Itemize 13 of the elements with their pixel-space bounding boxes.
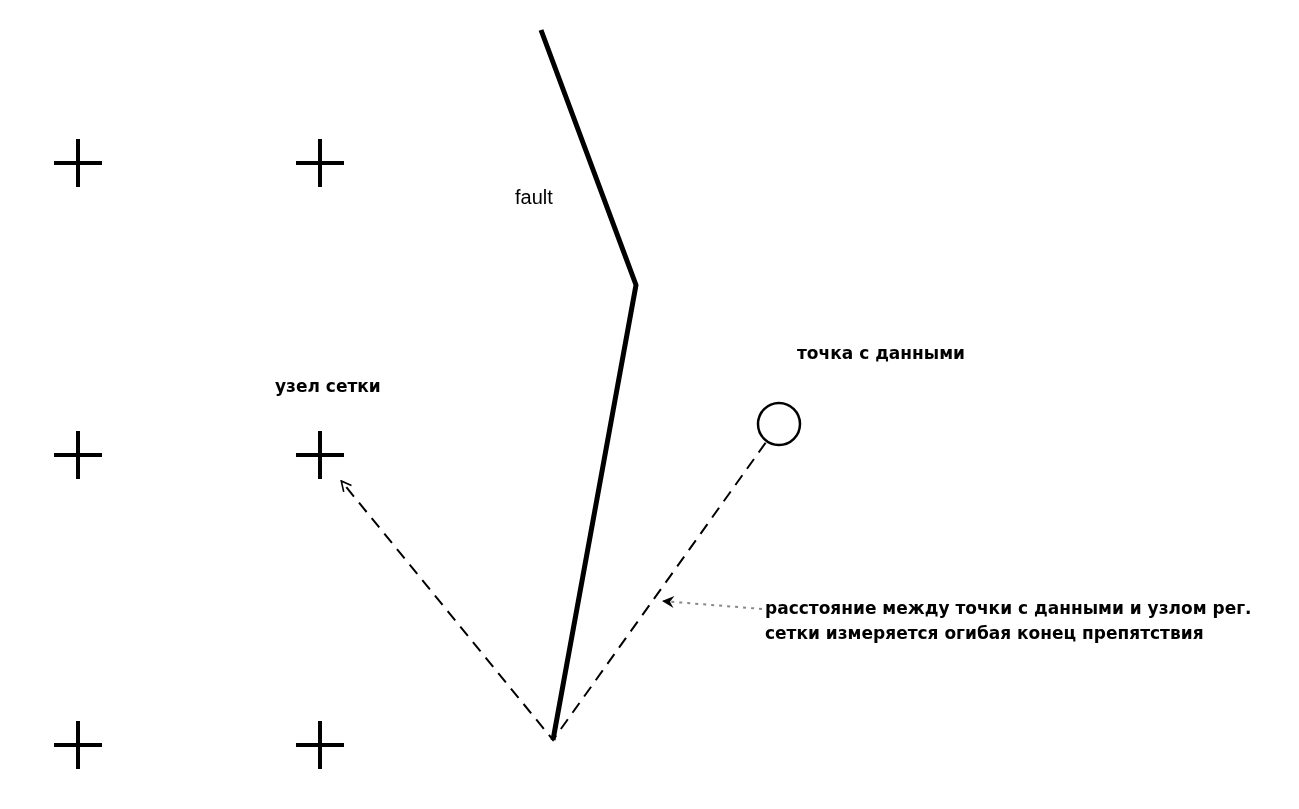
grid-node-cross [294, 137, 346, 189]
data-point-circle [756, 401, 802, 447]
grid-node-cross [294, 429, 346, 481]
node-caption: точка с данными [797, 343, 965, 363]
grid-node-cross [294, 719, 346, 771]
leader-arrow [661, 596, 763, 610]
grid-node-cross [52, 429, 104, 481]
distance-path-arrow [340, 441, 767, 742]
grid-node-cross [52, 719, 104, 771]
annotation-text: расстояние между точки с данными и узлом рег. сетки измеряется огибая конец препятствия [765, 597, 1253, 645]
grid-node-cross [52, 137, 104, 189]
fault-label: fault [515, 186, 553, 209]
node-caption: узел сетки [275, 376, 381, 396]
